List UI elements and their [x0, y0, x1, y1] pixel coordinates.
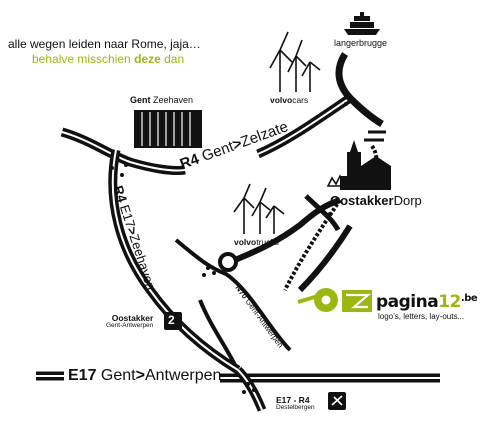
junction-marks	[110, 94, 358, 394]
logo-pagina12: pagina12.be	[376, 292, 478, 312]
tagline-emphasis: deze	[134, 52, 161, 66]
church-icon	[340, 140, 391, 190]
place-volvocars: volvocars	[270, 95, 309, 105]
place-langerbrugge: langerbrugge	[334, 38, 388, 48]
ferry-icon	[344, 12, 380, 35]
place-gent-zeehaven: Gent Zeehaven	[130, 95, 194, 105]
exit-arrow-icon	[331, 395, 343, 406]
place-oostakker-dorp: OostakkerDorp	[330, 193, 422, 208]
local-roads	[228, 194, 353, 293]
e17-road	[36, 371, 440, 383]
exit-destelbergen: E17 - R4 Destelbergen	[276, 395, 315, 411]
pagina12-pin-icon	[297, 288, 372, 312]
r4-zeehaven-road	[108, 149, 267, 412]
place-volvotrucks: volvotrucks	[234, 237, 279, 247]
gent-zeehaven-icon	[134, 110, 202, 148]
road-label-e17: E17 Gent>Antwerpen	[68, 367, 222, 384]
crown-icon	[326, 174, 354, 187]
logo-tagline: logo’s, letters, lay-outs...	[378, 312, 465, 321]
exit-oostakker: Oostakker Gent-Antwerpen	[106, 313, 154, 329]
n70-road	[174, 238, 292, 366]
bridge-icon	[364, 130, 386, 142]
wind-turbine-icon-2	[233, 183, 285, 234]
wind-turbine-icon	[269, 31, 321, 92]
exit-2-sign	[164, 312, 182, 330]
tagline-line1: alle wegen leiden naar Rome, jaja…	[8, 37, 201, 51]
roundabout	[218, 252, 238, 272]
tagline-line2: behalve misschien deze dan	[32, 52, 185, 66]
exit-number: 2	[168, 313, 175, 327]
r4-zelzate-road	[60, 94, 353, 175]
